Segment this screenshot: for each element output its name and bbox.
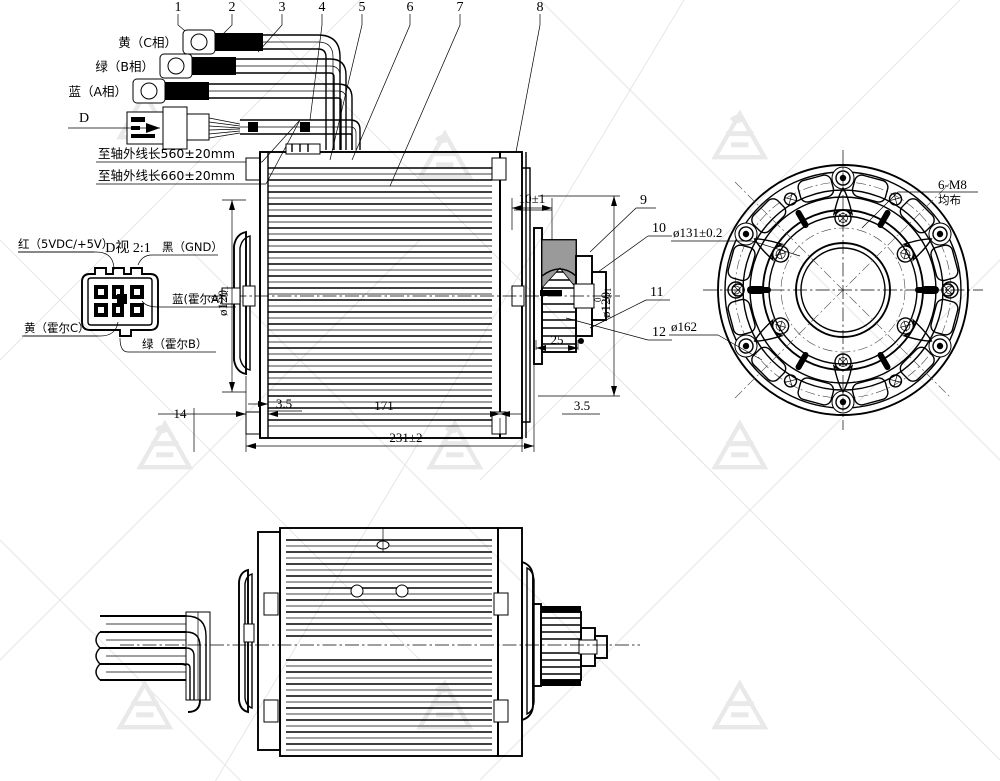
- dimension-layer: ø120 0 -0.1 ø120 0 -0.1 10±1: [158, 191, 620, 452]
- leader-number-6: 6: [407, 0, 414, 15]
- end-view-outer-diameter: ø162: [671, 319, 697, 334]
- cable-phase-b: [159, 53, 347, 150]
- front-end-bell: [491, 151, 531, 439]
- detail-d-pin-yellow: 黄（霍尔C）: [24, 321, 90, 335]
- note-560-text: 至轴外线长560±20mm: [98, 146, 235, 161]
- leader-number-10: 10: [652, 221, 666, 236]
- dim-171-value: 171: [374, 398, 394, 413]
- dim-pulley-diameter-value: ø120: [598, 292, 613, 318]
- motor-housing: [259, 143, 501, 439]
- leader-number-12: 12: [652, 325, 666, 340]
- cable-phase-a: [132, 78, 353, 150]
- dim-14-value: 14: [174, 406, 188, 421]
- front-section-view: [210, 143, 620, 439]
- detail-d-leaders: [18, 251, 170, 353]
- cable-harness-group: 黄（C相） 绿（B相） 蓝（A相）: [68, 29, 361, 185]
- leader-number-8: 8: [537, 0, 544, 15]
- leader-number-2: 2: [229, 0, 236, 15]
- view-arrow-label-d: D: [79, 111, 89, 126]
- detail-d-title: D视 2:1: [105, 240, 151, 256]
- end-face-view: [703, 150, 983, 430]
- end-view-bolt-note-line1: 6-M8: [938, 177, 967, 192]
- end-view-bolt-circle: ø131±0.2: [673, 225, 722, 240]
- bottom-front-cap: [493, 527, 535, 757]
- hall-connector-plug: [126, 106, 361, 150]
- leader-number-9: 9: [640, 193, 647, 208]
- detail-view-d: D视 2:1: [18, 237, 236, 353]
- bottom-cable-bundle: [95, 611, 211, 713]
- mount-hole-a: [350, 584, 364, 598]
- cable-label-phase-c: 黄（C相）: [118, 35, 177, 50]
- end-view-labels: 6-M8 均布 ø131±0.2 ø162: [669, 177, 978, 361]
- pulley-detail-leaders: 9 10 11 12: [565, 193, 672, 341]
- dim-body-diameter: ø120 0 -0.1: [210, 199, 246, 393]
- leader-number-7: 7: [457, 0, 464, 15]
- detail-d-pin-red: 红（5VDC/+5V）: [18, 237, 113, 251]
- view-arrow-d: [68, 123, 160, 133]
- cable-label-phase-b: 绿（B相）: [95, 59, 154, 74]
- dim-overall-length-value: 231±2: [389, 430, 422, 445]
- dim-length-chain: 14 3.5 171 3.5 231±2: [158, 364, 600, 452]
- leader-number-3: 3: [279, 0, 286, 15]
- leader-number-1: 1: [175, 0, 182, 15]
- detail-d-pin-black: 黑（GND）: [162, 240, 223, 254]
- dim-pulley-width: 25: [535, 332, 579, 351]
- top-leader-lines: 1 2 3 4 5 6 7 8: [175, 0, 544, 187]
- dim-shaft-extension-value: 10±1: [519, 191, 546, 206]
- mount-hole-b: [395, 584, 409, 598]
- dim-body-diameter-tol-upper: 0: [210, 295, 220, 300]
- dim-pulley-width-value: 25: [551, 332, 564, 347]
- leader-number-11: 11: [650, 285, 663, 300]
- dim-3p5-right-value: 3.5: [574, 398, 590, 413]
- bottom-motor-housing: [279, 527, 499, 757]
- leader-number-5: 5: [359, 0, 366, 15]
- cooling-fins: [268, 167, 492, 421]
- dim-shaft-extension: 10±1: [511, 191, 553, 240]
- dim-3p5-left-value: 3.5: [276, 396, 292, 411]
- detail-d-pin-blue: 蓝(霍尔A): [172, 292, 223, 306]
- dim-pulley-diameter-tol-lower: -0.1: [603, 288, 613, 302]
- vent-slots: [727, 174, 959, 406]
- bottom-rear-cap: [238, 531, 281, 751]
- cable-length-notes: 至轴外线长560±20mm 至轴外线长660±20mm: [96, 119, 301, 185]
- connector-pin-cavities: [94, 285, 144, 317]
- cable-phase-c: [182, 29, 341, 150]
- leader-number-4: 4: [319, 0, 326, 15]
- dim-body-diameter-value: ø120: [215, 290, 230, 316]
- bottom-timing-pulley: [532, 603, 608, 687]
- note-660-text: 至轴外线长660±20mm: [98, 168, 235, 183]
- bottom-elevation-view: [95, 527, 640, 757]
- cable-label-phase-a: 蓝（A相）: [68, 84, 127, 99]
- dim-body-diameter-tol-lower: -0.1: [220, 286, 230, 300]
- end-view-bolt-note-line2: 均布: [938, 193, 961, 207]
- bolt-holes-m8: [734, 166, 952, 414]
- dim-pulley-diameter-tol-upper: 0: [593, 297, 603, 302]
- detail-d-pin-green: 绿（霍尔B）: [142, 337, 207, 351]
- rear-shaft-stub: [221, 287, 241, 305]
- dim-pulley-diameter: ø120 0 -0.1: [538, 195, 620, 397]
